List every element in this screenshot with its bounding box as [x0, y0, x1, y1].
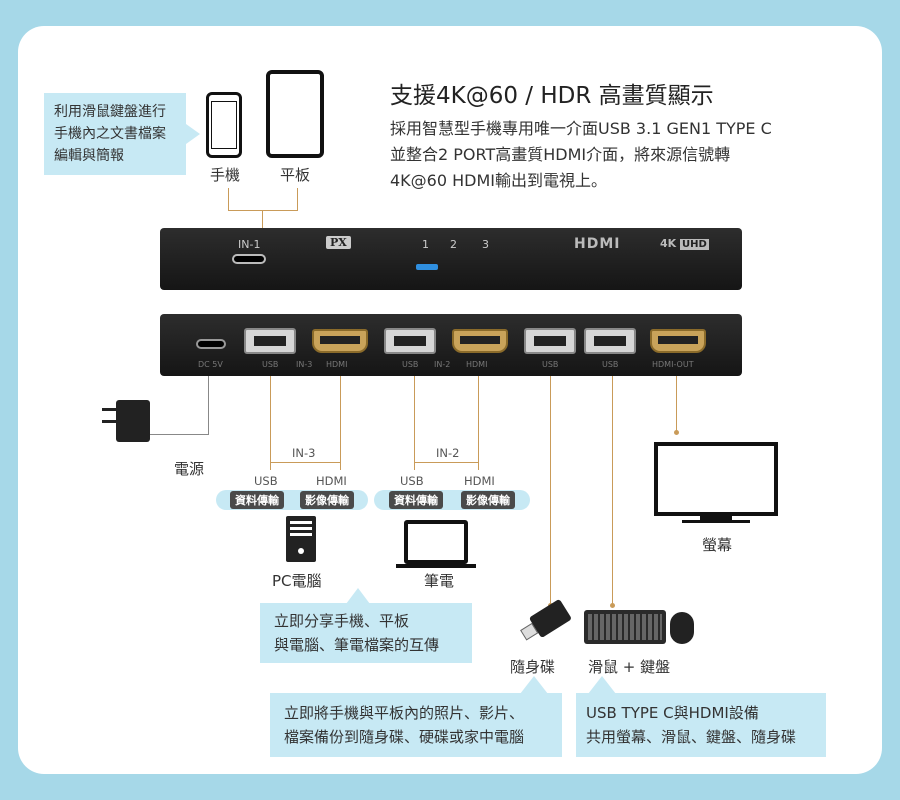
- monitor-stand: [700, 516, 732, 522]
- headline: 支援4K@60 / HDR 高畫質顯示: [390, 83, 714, 109]
- usb-port-in2: [384, 328, 436, 354]
- status-led: [416, 264, 438, 270]
- in1-label: IN-1: [238, 238, 261, 251]
- devices-bubble-pointer: [588, 676, 616, 694]
- laptop-icon: [404, 520, 468, 564]
- laptop-label: 筆電: [424, 572, 455, 590]
- back-label-dc: DC 5V: [198, 360, 223, 369]
- port-number-3: 3: [482, 238, 489, 251]
- usb-port-a: [524, 328, 576, 354]
- bubble-pointer: [186, 124, 200, 144]
- back-label-hdmi-out: HDMI-OUT: [652, 360, 694, 369]
- in3-video-tag: 影像傳輸: [300, 491, 354, 509]
- back-label-usb2: USB: [402, 360, 419, 369]
- hdmi-port-in2: [452, 329, 508, 353]
- dc-port: [196, 339, 226, 349]
- port-number-2: 2: [450, 238, 457, 251]
- monitor-label: 螢幕: [702, 536, 733, 554]
- in2-hdmi: HDMI: [464, 474, 495, 488]
- hdmi-out-port: [650, 329, 706, 353]
- tablet-label: 平板: [280, 166, 311, 184]
- brand-logo: PX: [326, 236, 351, 249]
- keyboard-icon: [584, 610, 666, 644]
- laptop-base: [396, 564, 476, 568]
- back-label-usb1: USB: [262, 360, 279, 369]
- top-bubble-line1: 利用滑鼠鍵盤進行: [54, 104, 166, 120]
- share-bubble-line2: 與電腦、筆電檔案的互傳: [274, 636, 440, 654]
- backup-bubble: 立即將手機與平板內的照片、影片、 檔案備份到隨身碟、硬碟或家中電腦: [270, 693, 562, 757]
- top-bubble-line2: 手機內之文書檔案: [54, 126, 166, 142]
- back-label-usb4: USB: [602, 360, 619, 369]
- pc-tower-icon: [286, 516, 316, 562]
- usb-port-in3: [244, 328, 296, 354]
- top-bubble: 利用滑鼠鍵盤進行 手機內之文書檔案 編輯與簡報: [44, 93, 186, 175]
- devices-bubble: USB TYPE C與HDMI設備 共用螢幕、滑鼠、鍵盤、隨身碟: [576, 693, 826, 757]
- hdmi-port-in3: [312, 329, 368, 353]
- hdmi-logo: HDMI: [574, 236, 621, 252]
- port-number-1: 1: [422, 238, 429, 251]
- in2-pill: 資料傳輸 影像傳輸: [374, 490, 530, 510]
- devices-bubble-line2: 共用螢幕、滑鼠、鍵盤、隨身碟: [586, 728, 797, 746]
- description-line3: 4K@60 HDMI輸出到電視上。: [390, 171, 607, 190]
- share-bubble: 立即分享手機、平板 與電腦、筆電檔案的互傳: [260, 603, 472, 663]
- in3-title: IN-3: [292, 446, 316, 460]
- back-label-in3: IN-3: [296, 360, 313, 369]
- description-line1: 採用智慧型手機專用唯一介面USB 3.1 GEN1 TYPE C: [390, 119, 772, 138]
- usb-port-b: [584, 328, 636, 354]
- in3-pill: 資料傳輸 影像傳輸: [216, 490, 368, 510]
- in3-hdmi: HDMI: [316, 474, 347, 488]
- back-label-in2: IN-2: [434, 360, 451, 369]
- share-bubble-pointer: [346, 588, 370, 604]
- top-bubble-line3: 編輯與簡報: [54, 148, 124, 164]
- back-label-usb3: USB: [542, 360, 559, 369]
- phone-icon: [206, 92, 242, 158]
- devices-bubble-line1: USB TYPE C與HDMI設備: [586, 704, 759, 722]
- in3-data-tag: 資料傳輸: [230, 491, 284, 509]
- switch-front: IN-1 PX 1 2 3 HDMI 4K UHD: [160, 228, 742, 290]
- backup-bubble-line1: 立即將手機與平板內的照片、影片、: [284, 704, 525, 722]
- uhd-badge: UHD: [680, 239, 709, 250]
- uhd-4k: 4K: [660, 237, 677, 250]
- pc-label: PC電腦: [272, 572, 322, 590]
- switch-back: DC 5V USB IN-3 HDMI USB IN-2 HDMI USB US…: [160, 314, 742, 376]
- monitor-base: [682, 520, 750, 523]
- usb-drive-label: 隨身碟: [510, 658, 556, 676]
- phone-label: 手機: [210, 166, 241, 184]
- power-adapter-icon: [102, 400, 150, 442]
- in2-usb: USB: [400, 474, 424, 488]
- in2-title: IN-2: [436, 446, 460, 460]
- description: 採用智慧型手機專用唯一介面USB 3.1 GEN1 TYPE C 並整合2 PO…: [390, 116, 772, 194]
- in2-video-tag: 影像傳輸: [461, 491, 515, 509]
- tablet-icon: [266, 70, 324, 158]
- share-bubble-line1: 立即分享手機、平板: [274, 612, 410, 630]
- power-label: 電源: [174, 460, 205, 478]
- backup-bubble-pointer: [520, 676, 548, 694]
- mouse-icon: [670, 612, 694, 644]
- description-line2: 並整合2 PORT高畫質HDMI介面，將來源信號轉: [390, 145, 731, 164]
- in3-usb: USB: [254, 474, 278, 488]
- backup-bubble-line2: 檔案備份到隨身碟、硬碟或家中電腦: [284, 728, 525, 746]
- back-label-hdmi2: HDMI: [466, 360, 488, 369]
- usb-c-port: [232, 254, 266, 264]
- in2-data-tag: 資料傳輸: [389, 491, 443, 509]
- back-label-hdmi1: HDMI: [326, 360, 348, 369]
- mouse-keyboard-label: 滑鼠 + 鍵盤: [588, 658, 671, 676]
- uhd-logo: 4K UHD: [660, 237, 709, 250]
- monitor-icon: [654, 442, 778, 516]
